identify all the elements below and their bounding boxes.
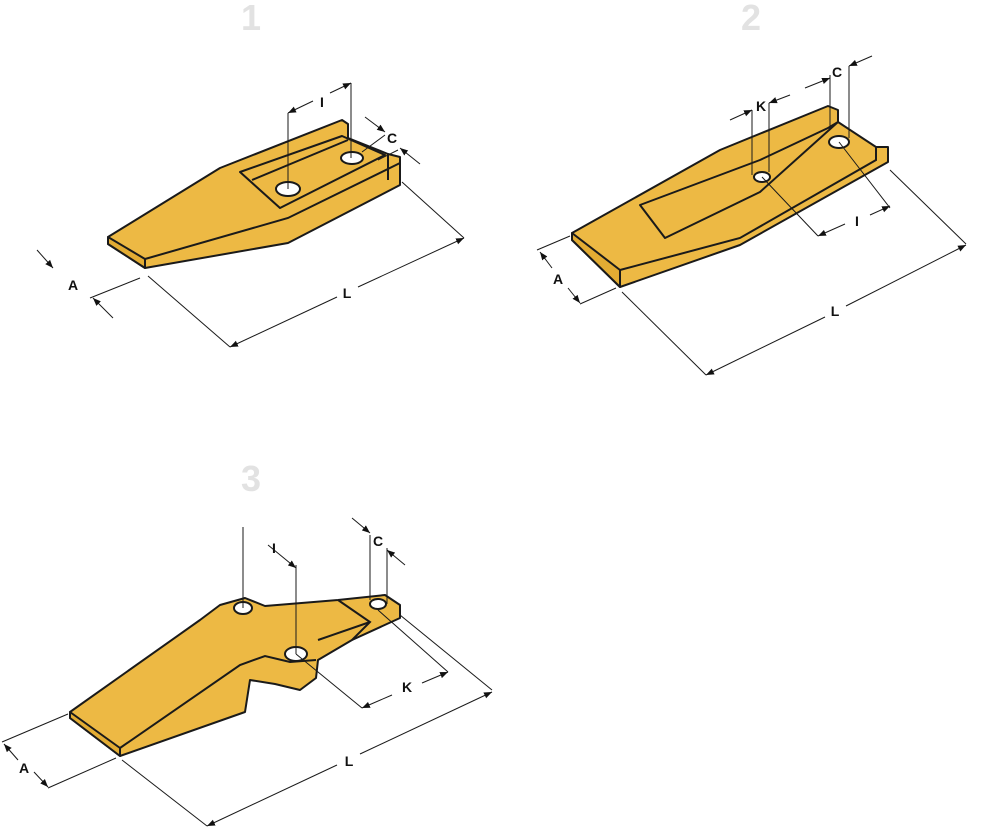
figure-number-2: 2 bbox=[741, 0, 761, 38]
dim-label-L: L bbox=[831, 303, 840, 319]
part-3-hole bbox=[369, 598, 387, 610]
part-2-slot bbox=[639, 121, 839, 239]
dim-label-K: K bbox=[756, 98, 766, 114]
dim-label-L: L bbox=[343, 285, 352, 301]
dim-label-I: I bbox=[320, 94, 324, 110]
figure-1: 1 I C L A bbox=[36, 0, 465, 348]
dim-label-A: A bbox=[19, 760, 29, 776]
dim-label-A: A bbox=[68, 277, 78, 293]
dim-label-I: I bbox=[272, 540, 276, 556]
dim-label-C: C bbox=[832, 64, 842, 80]
part-1-front-face bbox=[107, 236, 146, 269]
part-3-front-face bbox=[69, 711, 121, 757]
part-2-front-face bbox=[571, 232, 621, 288]
figure-number-3: 3 bbox=[241, 458, 261, 499]
dim-label-I: I bbox=[855, 213, 859, 229]
dim-label-C: C bbox=[387, 130, 397, 146]
part-1-hole bbox=[340, 151, 364, 165]
part-3-top bbox=[69, 594, 401, 757]
dim-label-A: A bbox=[553, 271, 563, 287]
dim-label-K: K bbox=[402, 679, 412, 695]
figure-2: 2 K C I L A bbox=[536, 0, 967, 376]
dim-label-L: L bbox=[345, 753, 354, 769]
figure-number-1: 1 bbox=[241, 0, 261, 38]
dim-label-C: C bbox=[373, 533, 383, 549]
figure-3: 3 I C K L A bbox=[1, 458, 493, 827]
